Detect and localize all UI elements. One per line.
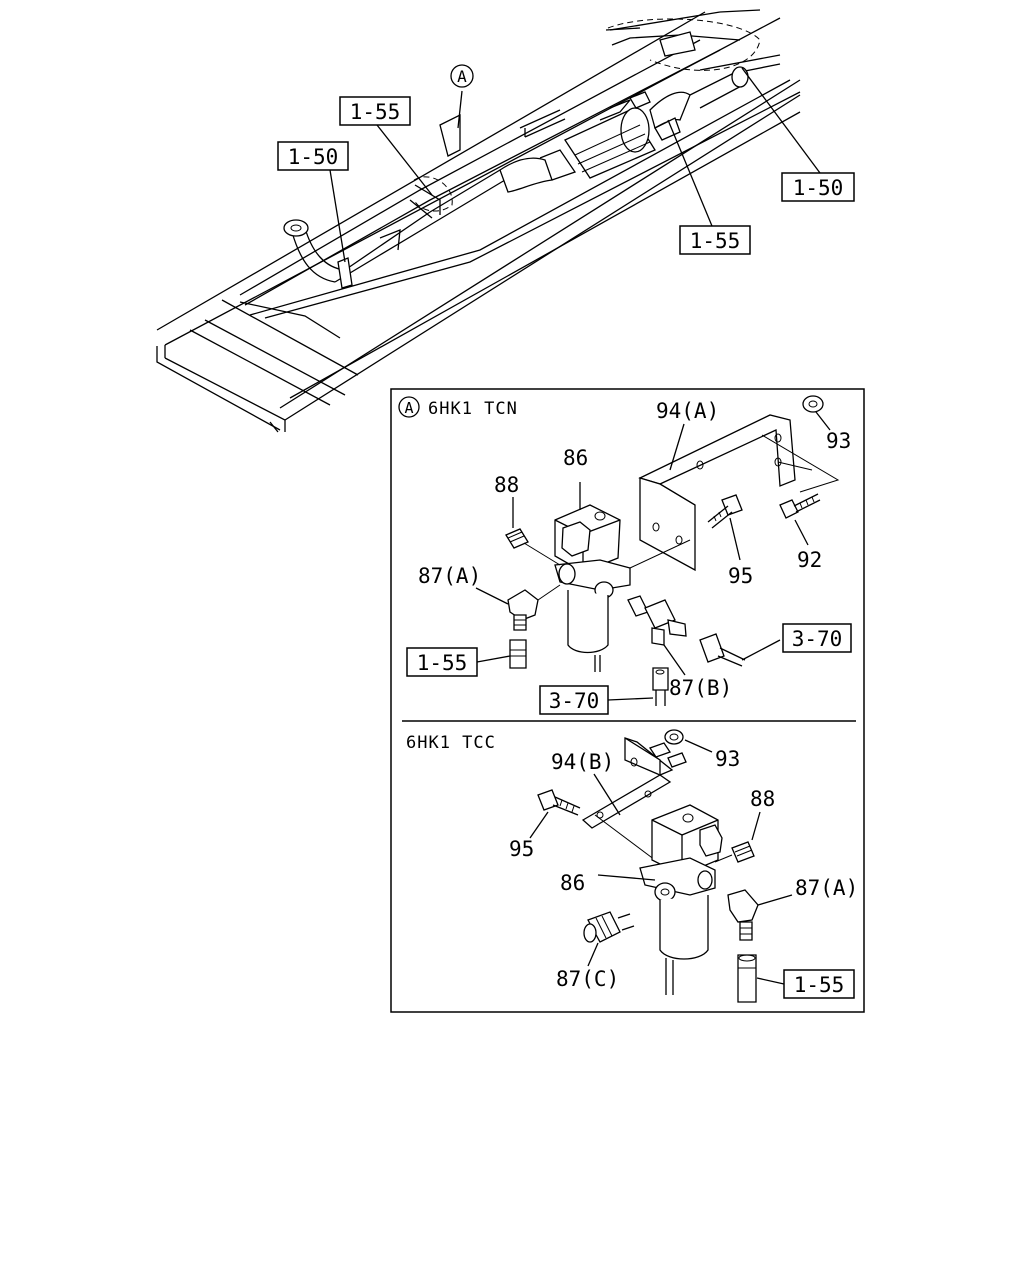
label-88-b: 88 [750,787,775,811]
solenoid-valve-86-b-drawing [597,804,723,995]
label-86-a: 86 [563,446,588,470]
label-87a-b: 87(A) [795,876,858,900]
ref-1-55-top-left: 1-55 [350,100,401,124]
label-87b: 87(B) [669,676,732,700]
panel-a-tcn: A 6HK1 TCN [398,395,852,715]
bolt-95-drawing [707,494,743,561]
tee-87b-drawing [627,595,687,676]
nut-93-drawing [802,395,831,431]
ref-1-55-panel-a: 1-55 [417,651,468,675]
overview-callouts: A 1-55 1-50 1-50 1-55 [277,64,855,263]
bolt-92-drawing [779,493,821,546]
ref-1-50-left: 1-50 [288,145,339,169]
label-87a-a: 87(A) [418,564,481,588]
ref-1-50-right: 1-50 [793,176,844,200]
elbow-87a-b-drawing [727,889,793,1003]
label-92: 92 [797,548,822,572]
bracket-94b-drawing [581,737,687,861]
label-88-a: 88 [494,473,519,497]
bracket-94a-drawing [638,414,840,572]
bolt-95-b-drawing [529,789,581,839]
chassis-frame-drawing [156,9,801,433]
label-94a: 94(A) [656,399,719,423]
label-94b: 94(B) [551,750,614,774]
label-86-b: 86 [560,871,585,895]
elbow-87a-drawing [475,584,561,669]
callout-a-marker: A [457,67,467,86]
ref-3-70-bottom: 3-70 [549,689,600,713]
washer-93-b-drawing [664,729,713,753]
panel-b-title: 6HK1 TCC [406,733,496,753]
label-95-a: 95 [728,564,753,588]
ref-3-70-right: 3-70 [792,627,843,651]
detail-panel-frame [390,388,865,1013]
connector-87c-drawing [583,911,635,967]
label-93-a: 93 [826,429,851,453]
plug-88-drawing [505,497,561,566]
label-93-b: 93 [715,747,740,771]
panel-a-marker: A [404,399,413,417]
solenoid-valve-86-drawing [554,482,691,672]
panel-a-title: 6HK1 TCN [428,399,518,419]
connector-3-70-right-drawing [699,633,781,667]
label-87c: 87(C) [556,967,619,991]
plug-88-b-drawing [714,811,761,863]
ref-1-55-right: 1-55 [690,229,741,253]
ref-1-55-panel-b: 1-55 [794,973,845,997]
connector-3-70-bottom-drawing [607,667,669,706]
panel-b-tcc: 6HK1 TCC [406,729,858,1003]
label-95-b: 95 [509,837,534,861]
exhaust-system-drawing [283,18,761,289]
